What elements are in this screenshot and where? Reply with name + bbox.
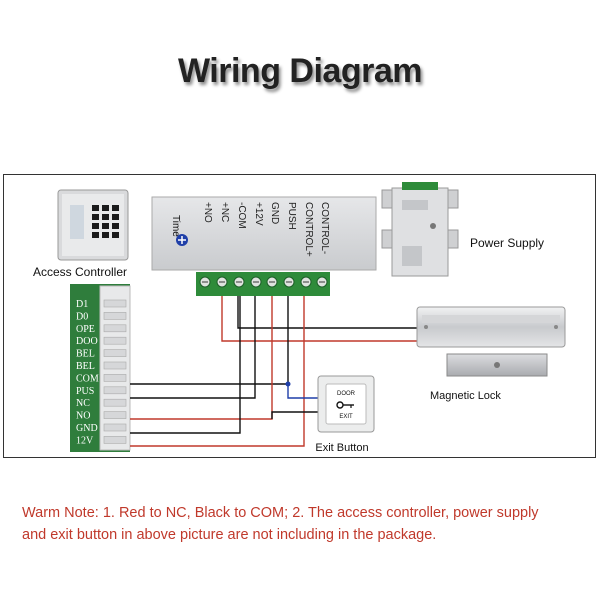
magnetic-lock-label: Magnetic Lock [430, 390, 501, 402]
warm-note: Warm Note: 1. Red to NC, Black to COM; 2… [22, 502, 592, 546]
knob-icon [176, 234, 188, 246]
wire-no [130, 296, 273, 420]
connector-pin-slot [103, 361, 127, 370]
module-terminal-label: GND [269, 202, 280, 224]
time-label: Time [170, 215, 181, 237]
wire-blue-exit [287, 384, 322, 399]
wire-gnd [130, 296, 241, 434]
wire-black-exit [271, 411, 322, 419]
module-terminal-labels: CONTROL- CONTROL+ PUSH GND +12V -COM +NC +NO [202, 202, 330, 257]
access-controller-label: Access Controller [33, 265, 127, 279]
wire-red-lock [221, 296, 422, 342]
exit-button-bottom-text: EXIT [339, 414, 353, 420]
connector-pin-slot [103, 386, 127, 395]
wire-nc [130, 296, 256, 399]
controller-pin-label: COM [76, 373, 99, 384]
connector-pin-slot [103, 324, 127, 333]
controller-pin-label: NO [76, 411, 90, 422]
controller-pin-label: DOO [76, 336, 98, 347]
controller-pin-label: BEL [76, 361, 95, 372]
module-terminal-label: CONTROL- [319, 202, 330, 254]
wire-black-lock [237, 296, 422, 329]
wires [130, 296, 422, 447]
keypad-device [57, 189, 129, 261]
module-terminal-label: +NO [202, 202, 213, 223]
power-module: Time CONTROL- CONTROL+ PUSH GND +12V -COM +NC +… [151, 196, 377, 296]
controller-pin-label: D0 [76, 311, 88, 322]
controller-pin-label: OPE [76, 324, 95, 335]
controller-pin-label: 12V [76, 435, 94, 446]
wire-push [130, 296, 289, 385]
controller-pin-label: PUS [76, 386, 94, 397]
module-terminal-label: +12V [253, 202, 264, 226]
connector-pin-slot [103, 374, 127, 382]
connector-pin-slot [103, 312, 127, 320]
connector-pin-slot [103, 411, 127, 419]
controller-pin-label: D1 [76, 299, 88, 310]
connector-pin-slots [103, 299, 127, 444]
terminal-screws [199, 276, 328, 288]
power-supply-label: Power Supply [470, 236, 544, 250]
warm-note-line-1: Warm Note: 1. Red to NC, Black to COM; 2… [22, 505, 539, 521]
connector-pin-slot [103, 398, 127, 407]
keypad-buttons [92, 205, 119, 238]
magnetic-lock-device [416, 306, 566, 377]
power-supply-device [381, 182, 459, 277]
controller-pin-label: BEL [76, 349, 95, 360]
module-terminal-label: +NC [219, 202, 230, 222]
connector-pin-slot [103, 336, 127, 345]
module-terminal-label: CONTROL+ [303, 202, 314, 257]
module-terminal-label: -COM [236, 202, 247, 229]
exit-button-device: DOOR EXIT [317, 375, 375, 433]
connector-pin-slot [103, 436, 127, 444]
warm-note-line-2: and exit button in above picture are not… [22, 527, 437, 543]
exit-button-top-text: DOOR [337, 391, 356, 397]
connector-pin-slot [103, 299, 127, 308]
controller-pin-label: GND [76, 423, 98, 434]
wire-12v [130, 296, 305, 447]
exit-button-label: Exit Button [315, 442, 368, 454]
key-icon [336, 401, 354, 409]
module-terminal-label: PUSH [286, 202, 297, 230]
connector-pin-slot [103, 423, 127, 432]
controller-pin-label: NC [76, 398, 90, 409]
connector-pin-slot [103, 349, 127, 357]
page-title: Wiring Diagram [178, 52, 422, 90]
diagram-frame [3, 174, 596, 458]
